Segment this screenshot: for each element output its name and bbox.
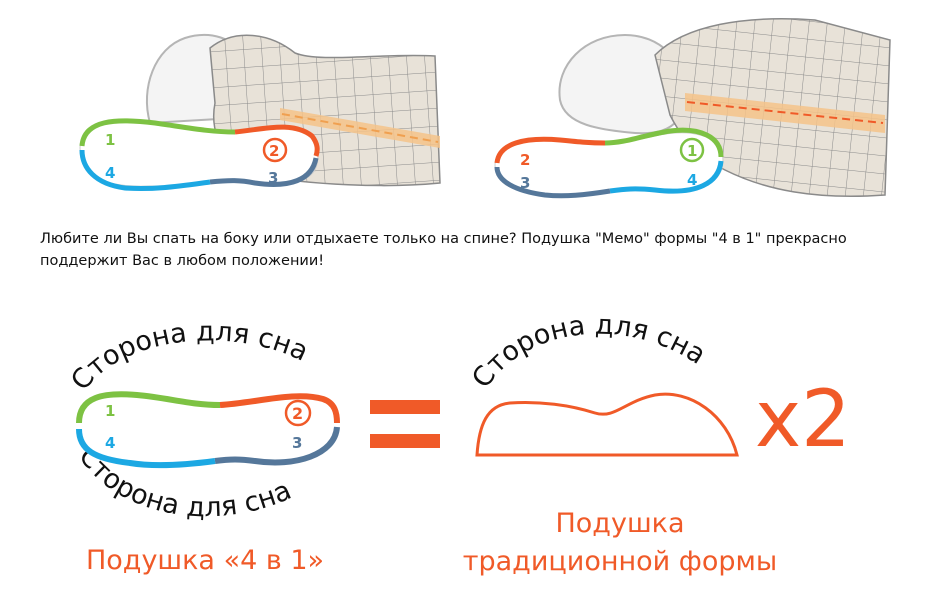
label-1: 1 xyxy=(687,142,697,160)
multiplier-label: x2 xyxy=(755,375,851,465)
label-2: 2 xyxy=(520,151,530,169)
pillow-4in1-shape xyxy=(77,394,337,464)
sleep-side-label: Сторона для сна xyxy=(466,315,711,394)
sleep-side-top-label: Сторона для сна xyxy=(65,316,313,396)
label-1: 1 xyxy=(105,131,115,149)
label-2: 2 xyxy=(269,142,279,160)
label-1: 1 xyxy=(105,402,115,420)
equals-sign xyxy=(370,400,440,450)
caption-traditional-line1: Подушка xyxy=(555,508,685,539)
caption-traditional-line2: традиционной формы xyxy=(462,546,778,577)
back-sleeper-illustration: 2 3 1 4 xyxy=(494,18,891,199)
label-2: 2 xyxy=(292,404,303,423)
label-4: 4 xyxy=(687,171,697,189)
pillow-4in1-diagram: Сторона для сна Сторона для сна 1 4 2 3 xyxy=(65,316,340,523)
label-3: 3 xyxy=(292,434,302,452)
description-text: Любите ли Вы спать на боку или отдыхаете… xyxy=(40,231,847,269)
traditional-pillow-shape xyxy=(475,392,739,457)
label-3: 3 xyxy=(520,174,530,192)
caption-4in1: Подушка «4 в 1» xyxy=(85,545,325,576)
label-4: 4 xyxy=(105,164,115,182)
traditional-pillow-diagram: Сторона для сна xyxy=(466,315,739,457)
side-sleeper-illustration: 1 4 2 3 xyxy=(79,33,441,192)
label-4: 4 xyxy=(105,434,115,452)
label-3: 3 xyxy=(268,169,278,187)
